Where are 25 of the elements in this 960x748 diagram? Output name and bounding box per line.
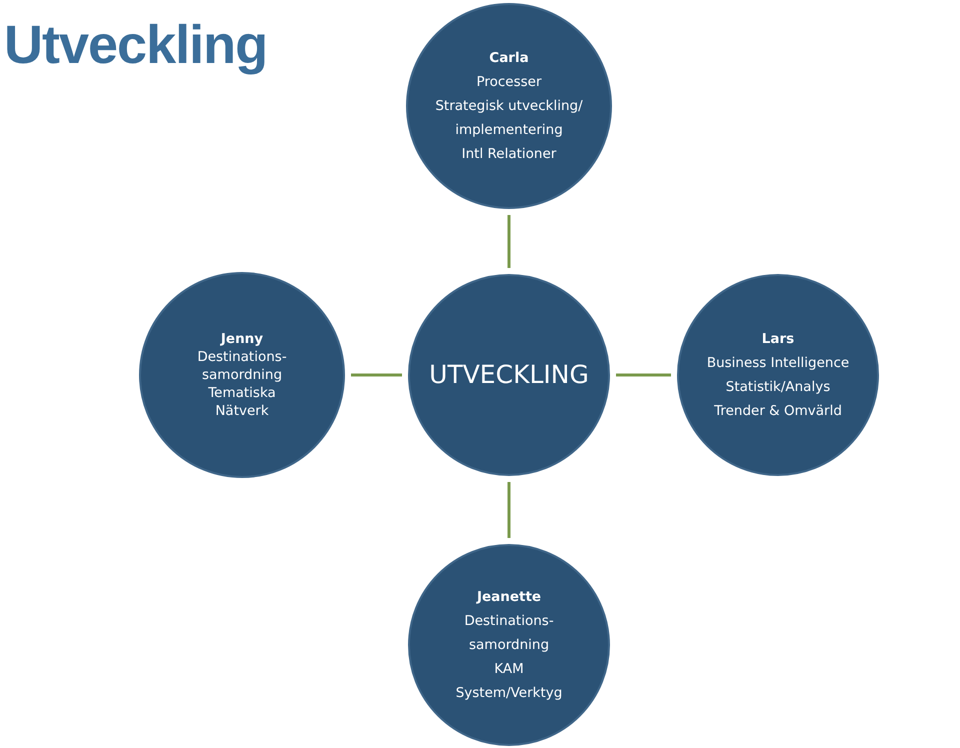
node-heading: Jeanette [476,588,542,607]
node-text: UTVECKLING [429,363,589,387]
node-text: implementering [455,121,563,140]
node-text: Statistik/Analys [726,378,830,397]
node-text: Strategisk utveckling/ [435,97,583,116]
connector-line [616,374,671,376]
node-text: Intl Relationer [462,145,556,164]
title: Utveckling [4,14,268,76]
node-text: Business Intelligence [706,354,850,373]
node-text: Destinations- [464,612,554,631]
connector-line [508,215,510,268]
node-text: samordning [468,636,550,655]
node-text: Nätverk [215,402,269,420]
node-text: KAM [494,660,524,679]
node-text: Processer [476,73,542,92]
node-text: System/Verktyg [456,684,562,703]
node-text: Destinations- [197,348,287,366]
connector-line [351,374,402,376]
node-heading: Jenny [220,330,264,348]
node-text: Trender & Omvärld [714,402,842,421]
node-text: samordning [202,366,282,384]
node-heading: Lars [762,330,794,349]
node-heading: Carla [489,49,529,68]
connector-line [508,482,510,538]
node-text: Tematiska [208,384,276,402]
